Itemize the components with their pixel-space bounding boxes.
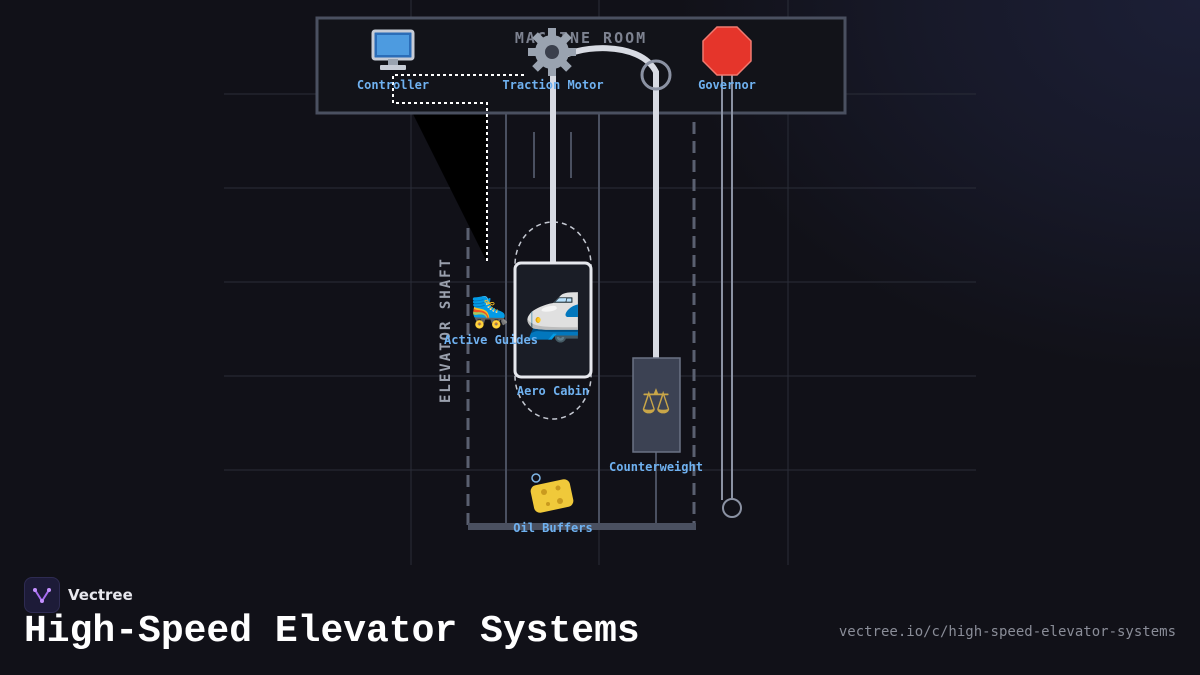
traction-motor-label: Traction Motor [502,78,603,92]
page-url[interactable]: vectree.io/c/high-speed-elevator-systems [838,624,1176,640]
vectree-logo-icon [24,577,60,613]
counterweight-label: Counterweight [609,460,703,474]
bullet-train-icon[interactable]: 🚅 [524,290,581,344]
shaft-label: ELEVATOR SHAFT [438,257,454,403]
oil-buffers-label: Oil Buffers [513,521,592,535]
governor-label: Governor [698,78,756,92]
governor-rope [721,70,742,518]
deflector-sheave [640,59,672,91]
controller-label: Controller [357,78,429,92]
roller-skate-icon[interactable]: 🛼 [470,292,510,330]
shaft-walls [466,114,696,530]
counterweight-box[interactable] [632,357,681,453]
gear-icon[interactable] [528,28,576,76]
aero-fairing-outline [514,221,592,420]
controller-icon[interactable] [371,29,415,70]
balance-scale-icon[interactable]: ⚖ [641,382,671,422]
shadow-wedge [411,110,487,262]
page-title: High-Speed Elevator Systems [24,610,640,653]
aero-cabin-label: Aero Cabin [517,384,589,398]
brand-name: Vectree [68,586,133,604]
stop-sign-icon[interactable] [702,26,752,76]
control-wiring [392,74,524,264]
brand[interactable]: Vectree [24,577,133,613]
sponge-icon[interactable] [530,473,575,514]
aero-cabin-box[interactable] [513,261,593,379]
active-guides-label: Active Guides [444,333,538,347]
